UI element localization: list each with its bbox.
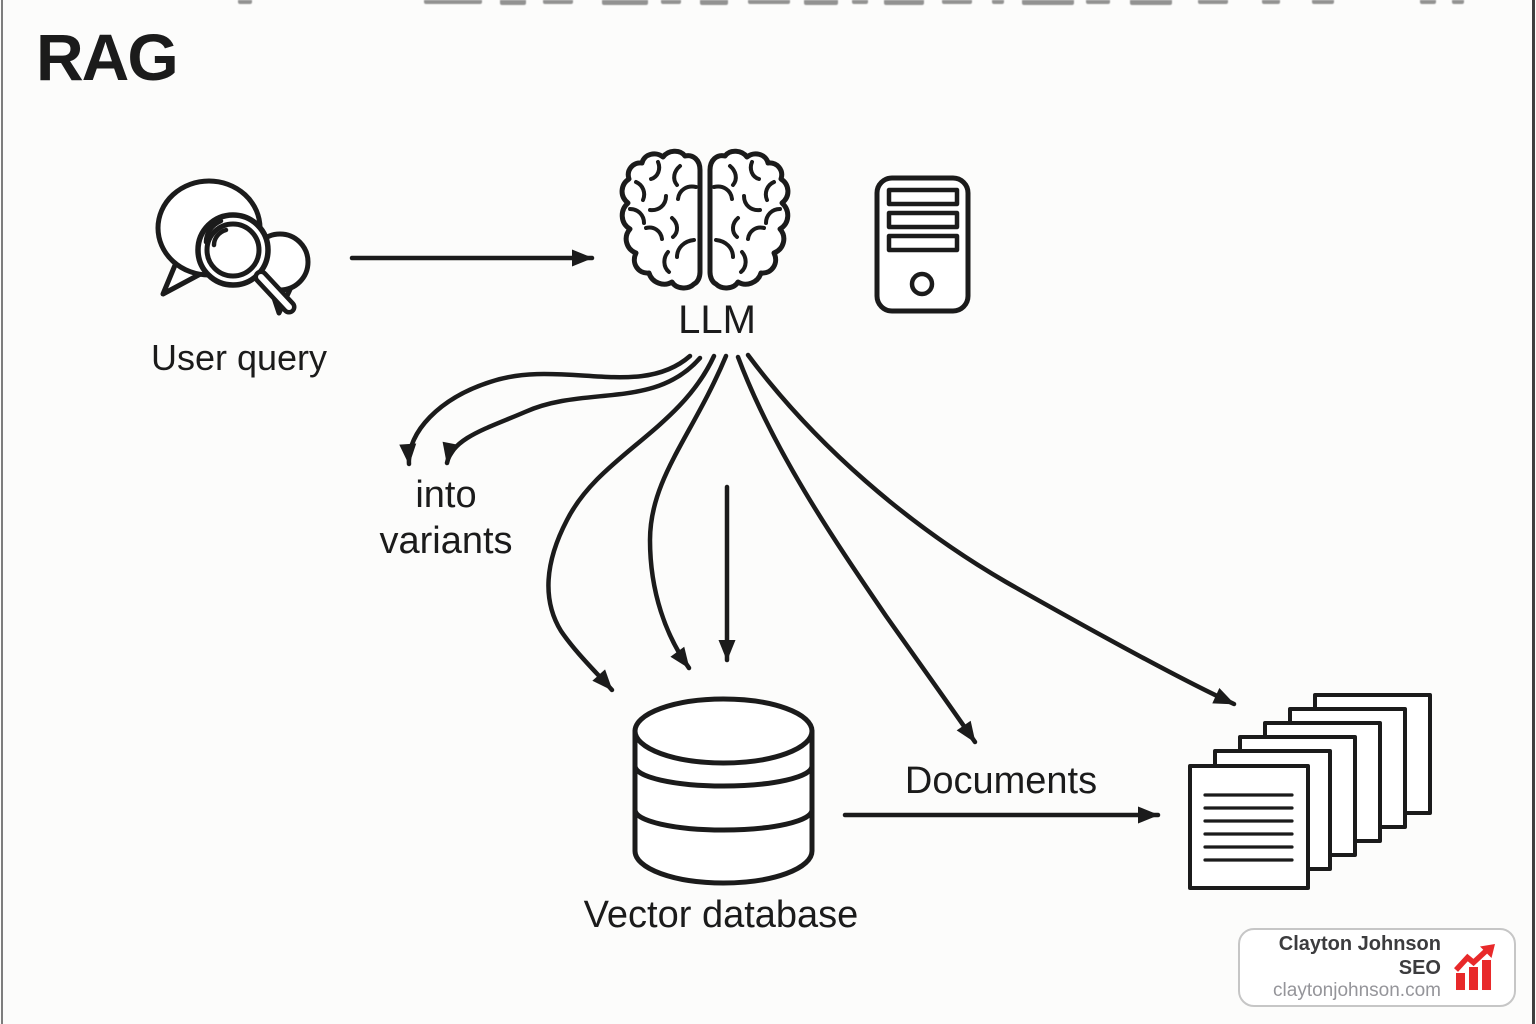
watermark-name: Clayton Johnson SEO — [1278, 933, 1441, 980]
document-text-lines — [1203, 793, 1294, 862]
frame-edge-left — [1, 0, 3, 1024]
arrow-llm-to-documents-label — [735, 354, 978, 745]
magnifier-lens-inner — [204, 221, 262, 279]
variants-label-line2: variants — [379, 520, 513, 563]
variants-label-line1: into — [415, 474, 477, 516]
arrow-llm-to-db-curved-2 — [647, 353, 729, 671]
arrow-llm-to-db-curved-1 — [546, 353, 717, 693]
page-title: RAG — [36, 20, 179, 94]
lens-shine — [211, 227, 229, 248]
documents-label: Documents — [904, 760, 1098, 802]
arrow-llm-to-variant-1 — [399, 353, 693, 467]
document-page-front — [1188, 764, 1310, 890]
arrow-llm-to-variant-2 — [442, 355, 703, 466]
database-cylinder-icon — [632, 696, 815, 886]
documents-stack-icon — [1188, 693, 1432, 890]
watermark-card: Clayton Johnson SEO claytonjohnson.com — [1238, 928, 1516, 1007]
brain-icon — [619, 148, 791, 291]
lens-shine — [203, 218, 224, 245]
cropped-text-artifact — [0, 0, 1536, 8]
watermark-text: Clayton Johnson SEO claytonjohnson.com — [1240, 932, 1441, 1003]
chat-bubbles-magnifier-icon — [155, 178, 311, 316]
vector-database-label: Vector database — [583, 894, 859, 936]
server-tower-icon — [874, 175, 971, 314]
growth-chart-icon — [1453, 943, 1495, 990]
watermark-website: claytonjohnson.com — [1273, 980, 1441, 1002]
arrow-llm-to-documents-stack — [745, 352, 1237, 707]
variants-label: into variants — [379, 472, 512, 565]
frame-edge-right — [1532, 0, 1535, 1024]
llm-label: LLM — [678, 298, 756, 342]
user-query-label: User query — [150, 337, 328, 378]
